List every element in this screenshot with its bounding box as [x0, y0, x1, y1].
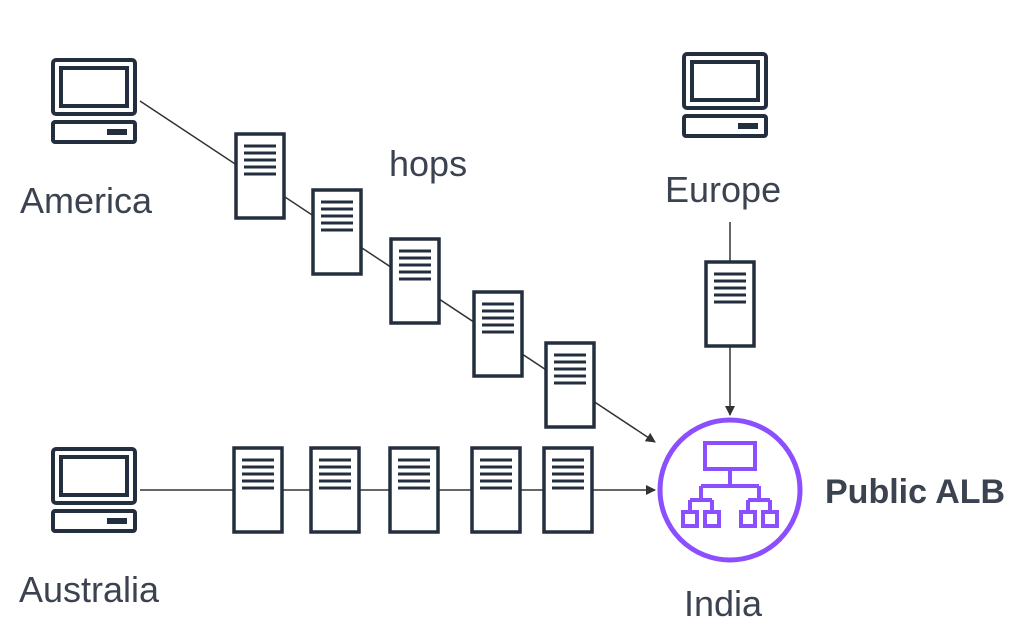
hop-server-icon: [542, 446, 594, 534]
europe-computer-icon: [682, 52, 768, 138]
hop-server-icon: [544, 341, 596, 429]
hop-server-icon: [234, 132, 286, 220]
hop-server-icon: [470, 446, 522, 534]
hop-server-icon: [388, 446, 440, 534]
australia-label: Australia: [19, 569, 160, 610]
europe-label: Europe: [665, 169, 781, 210]
hop-server-icon: [704, 260, 756, 348]
public-alb-label: Public ALB: [825, 473, 1005, 511]
hop-server-icon: [389, 237, 441, 325]
hop-server-icon: [309, 446, 361, 534]
america-computer-icon: [51, 58, 137, 144]
hop-server-icon: [311, 188, 363, 276]
hop-server-icon: [232, 446, 284, 534]
america-label: America: [20, 180, 153, 221]
hops-label: hops: [389, 143, 467, 184]
hop-server-icon: [472, 290, 524, 378]
application-load-balancer-icon: [657, 417, 803, 563]
australia-computer-icon: [51, 447, 137, 533]
india-label: India: [684, 583, 763, 624]
